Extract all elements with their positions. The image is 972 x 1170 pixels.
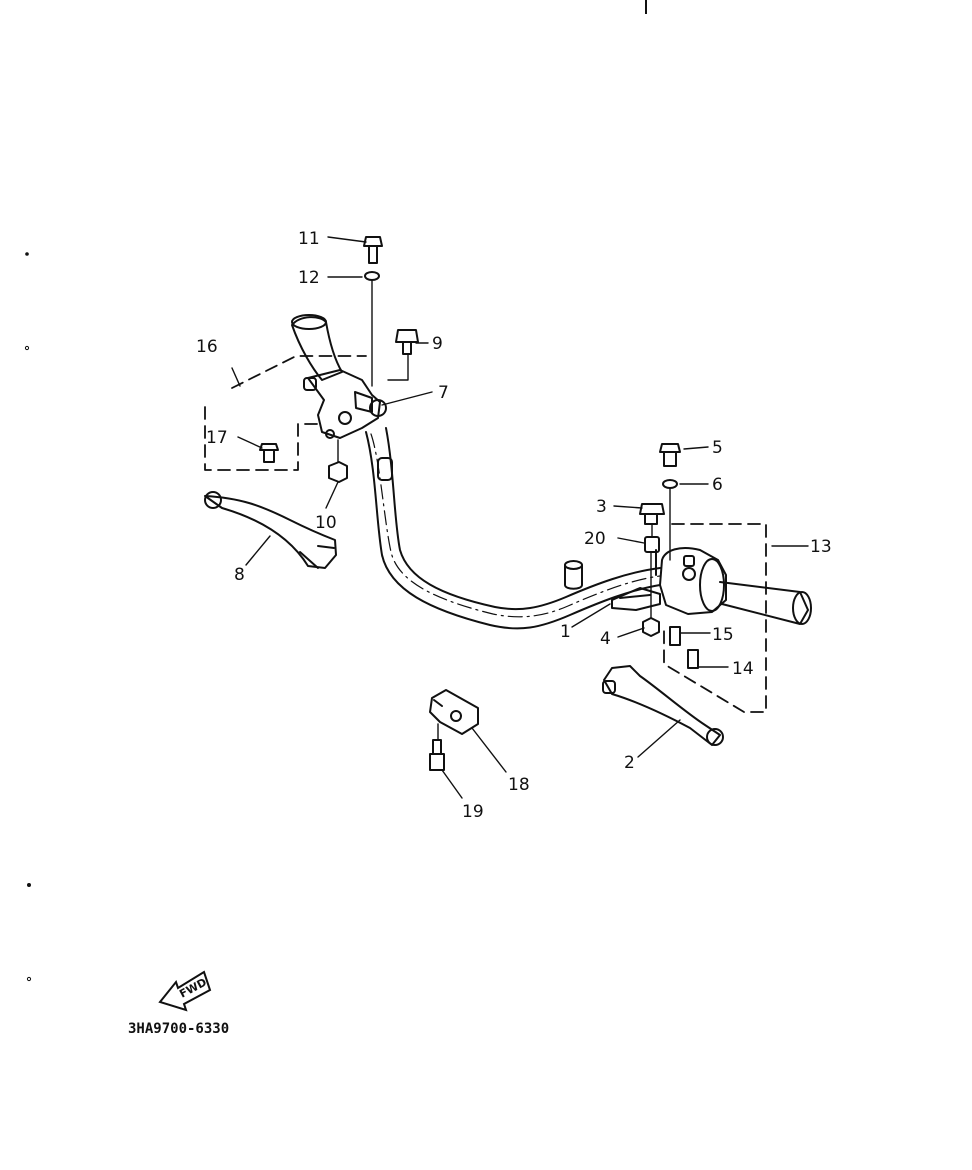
left-lever-holder xyxy=(291,314,387,439)
group-16-box xyxy=(204,406,321,471)
callout-20: 20 xyxy=(584,529,606,549)
callout-1: 1 xyxy=(560,622,571,642)
leader-lines xyxy=(231,236,809,799)
left-lever xyxy=(204,491,337,569)
callout-9: 9 xyxy=(432,334,443,354)
callout-17: 17 xyxy=(206,428,228,448)
callout-16: 16 xyxy=(196,337,218,357)
callout-7: 7 xyxy=(438,383,449,403)
callout-12: 12 xyxy=(298,268,320,288)
scan-marks xyxy=(24,0,647,982)
callout-6: 6 xyxy=(712,475,723,495)
callout-8: 8 xyxy=(234,565,245,585)
right-bracket xyxy=(611,587,661,611)
callout-14: 14 xyxy=(732,659,754,679)
group-13-box xyxy=(663,523,767,713)
callout-10: 10 xyxy=(315,513,337,533)
callout-15: 15 xyxy=(712,625,734,645)
callout-18: 18 xyxy=(508,775,530,795)
small-hardware xyxy=(259,236,699,771)
callout-3: 3 xyxy=(596,497,607,517)
callout-13: 13 xyxy=(810,537,832,557)
callout-19: 19 xyxy=(462,802,484,822)
right-master-cylinder xyxy=(655,547,812,625)
callout-2: 2 xyxy=(624,753,635,773)
callout-11: 11 xyxy=(298,229,320,249)
callout-5: 5 xyxy=(712,438,723,458)
callout-4: 4 xyxy=(600,629,611,649)
handlebar xyxy=(365,427,661,630)
drawing-code: 3HA9700-6330 xyxy=(128,1021,229,1037)
callout-labels: 11 12 9 16 7 17 10 8 5 6 3 20 13 1 4 15 … xyxy=(196,229,832,822)
group-outlines xyxy=(204,355,767,713)
assembly-lines xyxy=(337,280,671,741)
right-lever xyxy=(602,665,724,746)
group-16-top xyxy=(231,355,367,389)
fwd-arrow-icon: FWD xyxy=(158,970,212,1012)
clamp-block xyxy=(429,689,479,735)
